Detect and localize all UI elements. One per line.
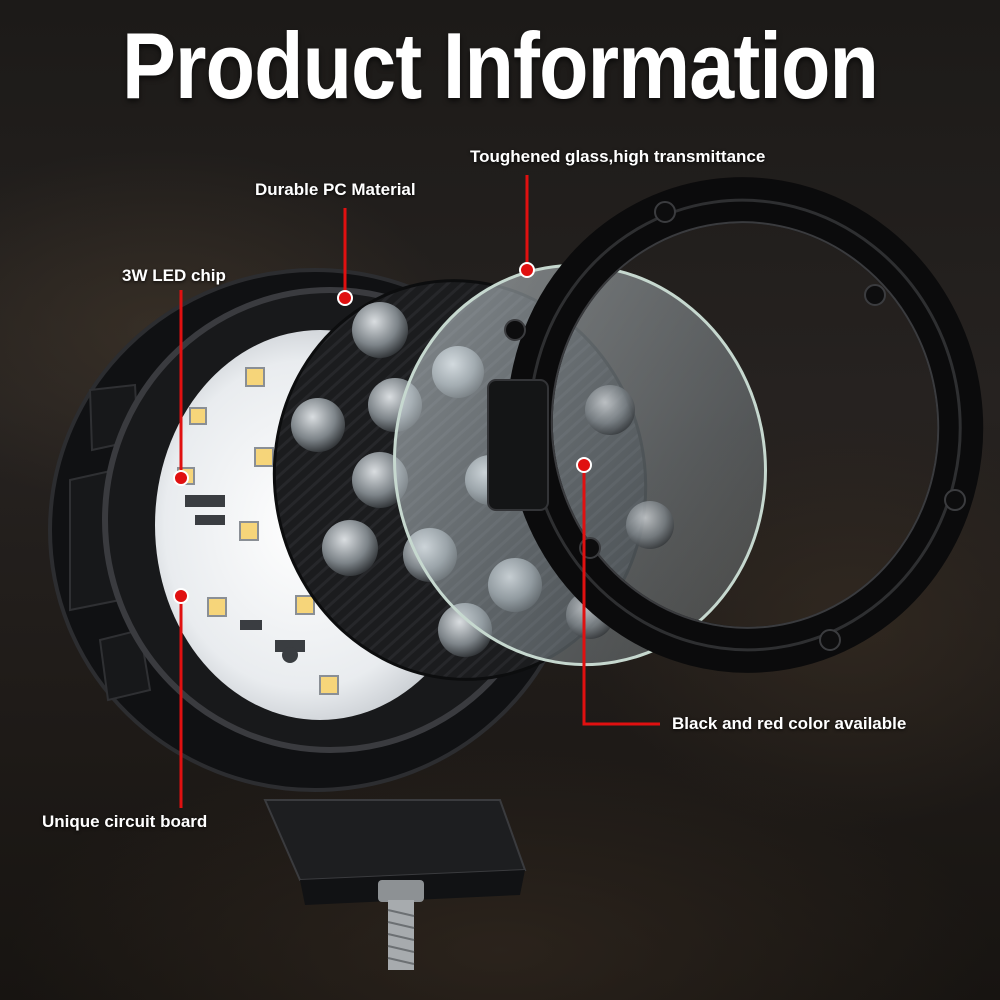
marker-dot <box>173 470 189 486</box>
marker-dot <box>337 290 353 306</box>
front-bezel-ring <box>487 177 984 673</box>
marker-dots <box>173 262 592 604</box>
callout-color-options: Black and red color available <box>672 714 907 733</box>
leader-lines <box>179 175 660 808</box>
marker-dot <box>519 262 535 278</box>
led-chip <box>207 597 227 617</box>
led-chip <box>239 521 259 541</box>
callout-toughened-glass: Toughened glass,high transmittance <box>470 147 766 166</box>
callout-pc-material: Durable PC Material <box>255 180 416 199</box>
bezel-clamp <box>487 379 549 511</box>
marker-dot <box>173 588 189 604</box>
led-chip <box>295 595 315 615</box>
page-title: Product Information <box>121 13 879 118</box>
lens <box>352 302 408 358</box>
mount-nut <box>378 880 424 902</box>
callout-led-chip: 3W LED chip <box>122 266 226 285</box>
led-chip <box>245 367 265 387</box>
mount-bracket <box>263 799 527 970</box>
led-chip <box>254 447 274 467</box>
lens <box>322 520 378 576</box>
lens <box>291 398 345 452</box>
led-chip <box>189 407 207 425</box>
led-chip <box>319 675 339 695</box>
marker-dot <box>576 457 592 473</box>
callout-circuit-board: Unique circuit board <box>42 812 208 831</box>
